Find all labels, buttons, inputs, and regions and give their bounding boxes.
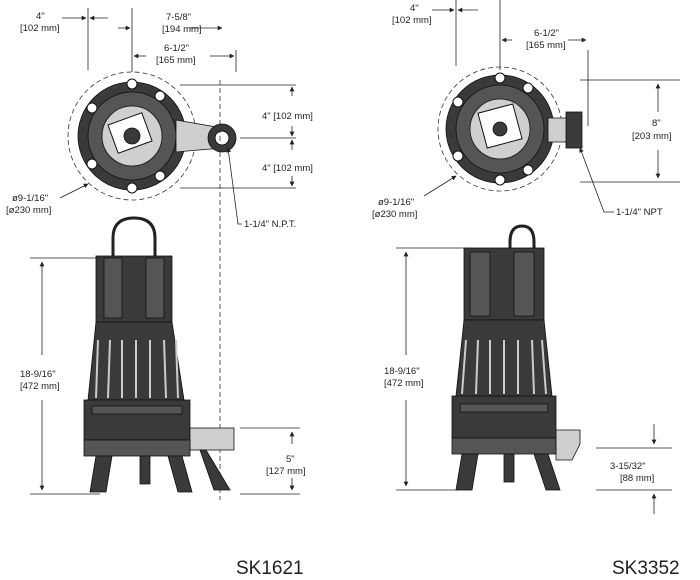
sk3352-base-height: 3-15/32" [610, 461, 646, 472]
sk1621-drawing: 4" [102 mm] 7-5/8" [194 mm] 6-1/2" [165 … [6, 8, 313, 500]
sk1621-width-6-1-2: 6-1/2" [164, 43, 189, 54]
sk3352-height-8in-mm: [203 mm] [632, 131, 672, 142]
sk3352-height-total: 18-9/16" [384, 366, 420, 377]
sk1621-base-height: 5" [286, 454, 295, 465]
sk1621-width-4in-mm: [102 mm] [20, 23, 60, 34]
sk1621-width-6-1-2-mm: [165 mm] [156, 55, 196, 66]
sk3352-width-4in: 4" [410, 3, 419, 14]
sk3352-height-total-mm: [472 mm] [384, 378, 424, 389]
sk3352-side-view [451, 224, 581, 491]
sk3352-width-4in-mm: [102 mm] [392, 15, 432, 26]
sk3352-drawing: 4" [102 mm] 6-1/2" [165 mm] 8" [203 mm] … [372, 0, 680, 514]
sk3352-width-6-1-2: 6-1/2" [534, 28, 559, 39]
sk3352-height-8in: 8" [652, 118, 661, 129]
sk3352-diameter: ø9-1/16" [378, 197, 414, 208]
sk3352-npt-label: 1-1/4" NPT [616, 207, 663, 218]
sk1621-width-7-5-8-mm: [194 mm] [162, 24, 202, 35]
sk1621-width-7-5-8: 7-5/8" [166, 12, 191, 23]
sk1621-model-label: SK1621 [236, 558, 304, 579]
sk1621-top-view [67, 71, 237, 201]
sk1621-base-height-mm: [127 mm] [266, 466, 306, 477]
sk1621-height-4in-a: 4" [102 mm] [262, 111, 313, 122]
sk1621-diameter: ø9-1/16" [12, 193, 48, 204]
sk3352-diameter-mm: [ø230 mm] [372, 209, 417, 220]
sk1621-height-4in-b: 4" [102 mm] [262, 163, 313, 174]
sk3352-width-6-1-2-mm: [165 mm] [526, 40, 566, 51]
sk1621-side-view [83, 216, 235, 493]
sk3352-model-label: SK3352 [612, 558, 680, 579]
sk1621-npt-label: 1-1/4" N.P.T. [244, 219, 296, 230]
sk1621-height-total-mm: [472 mm] [20, 381, 60, 392]
sk1621-width-4in: 4" [36, 11, 45, 22]
sk3352-base-height-mm: [88 mm] [620, 473, 654, 484]
sk1621-diameter-mm: [ø230 mm] [6, 205, 51, 216]
sk1621-height-total: 18-9/16" [20, 369, 56, 380]
sk3352-top-view [437, 66, 583, 192]
